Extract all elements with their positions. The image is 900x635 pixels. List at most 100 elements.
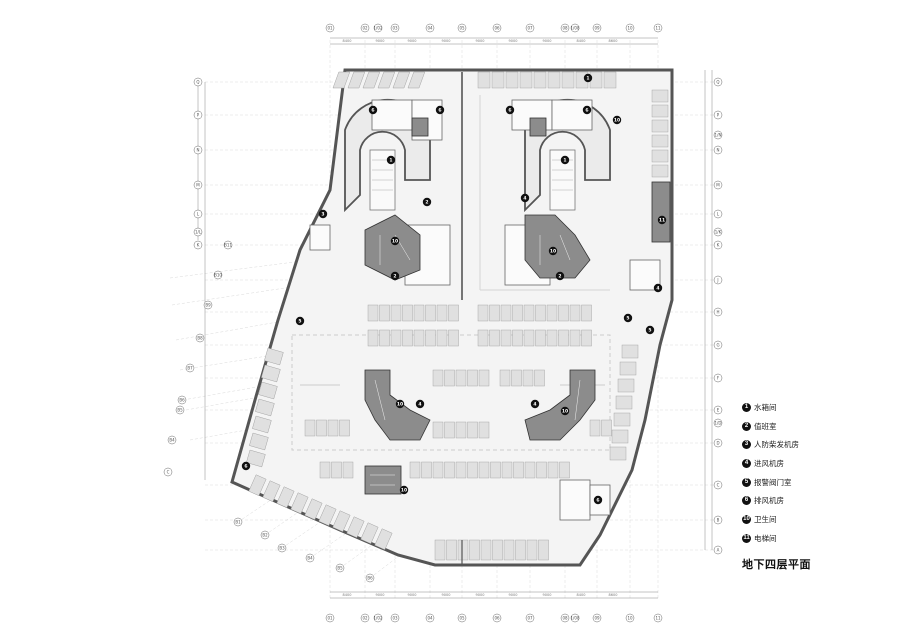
axis-label: B5: [177, 407, 183, 412]
axis-bubble: 1/02: [374, 613, 383, 623]
axis-label: N: [717, 147, 720, 152]
axis-label: 11: [655, 615, 661, 620]
axis-label: D: [716, 440, 719, 445]
legend-label: 电梯间: [754, 533, 777, 543]
parking-stall: [477, 329, 489, 347]
room-marker: 5: [645, 325, 655, 335]
axis-label: 07: [527, 25, 533, 30]
parking-stall: [581, 329, 592, 347]
legend-number-badge: 2: [742, 421, 751, 431]
axis-bubble: 1/L: [193, 227, 203, 237]
parking-stall: [467, 369, 478, 387]
axis-bubble: L: [713, 209, 723, 219]
axis-bubble: 04: [425, 613, 435, 623]
axis-label: B11: [224, 242, 232, 247]
axis-label: K: [197, 242, 200, 247]
parking-stall: [255, 398, 275, 417]
axis-bubble: 01: [325, 613, 335, 623]
axis-bubble: 06: [492, 23, 502, 33]
dimension-label: 9000: [509, 593, 518, 597]
axis-bubble: B3: [277, 543, 287, 553]
axis-bubble: B10: [213, 270, 222, 280]
parking-stall: [432, 461, 444, 479]
axis-label: H: [716, 309, 719, 314]
parking-stall: [346, 516, 365, 538]
room-marker: 2: [422, 197, 432, 207]
parking-stall: [316, 419, 327, 437]
parking-stall: [515, 539, 526, 561]
parking-stall: [535, 329, 546, 347]
axis-label: M: [716, 182, 720, 187]
parking-stall: [367, 304, 379, 322]
parking-stall: [436, 329, 448, 347]
parking-stall: [467, 421, 478, 439]
axis-bubble: 1/N: [713, 130, 723, 140]
room-marker-number: 11: [659, 218, 665, 224]
room-marker-number: 4: [656, 286, 659, 292]
parking-stall: [327, 419, 339, 437]
room-marker-number: 10: [562, 409, 568, 415]
room-marker: 3: [318, 209, 328, 219]
room-marker: 10: [390, 236, 400, 246]
axis-bubble: L: [193, 209, 203, 219]
parking-stall: [407, 71, 426, 89]
axis-label: G: [716, 342, 719, 347]
axis-bubble: 08: [560, 613, 570, 623]
parking-stall: [421, 461, 432, 479]
dimension-lines: [197, 37, 713, 599]
axis-bubble: 11: [653, 23, 663, 33]
parking-stall: [535, 304, 546, 322]
legend-label: 值班室: [754, 421, 777, 431]
room-marker-number: 4: [523, 196, 526, 202]
axis-label: 04: [427, 615, 433, 620]
parking-stall: [489, 304, 500, 322]
parking-stall: [290, 492, 309, 514]
axis-label: B3: [279, 545, 285, 550]
axis-bubble: P: [193, 110, 203, 120]
parking-stall: [505, 71, 519, 89]
room-marker: 10: [612, 115, 622, 125]
parking-stall: [409, 461, 421, 479]
parking-stall: [339, 419, 350, 437]
axis-label: J: [716, 277, 718, 282]
parking-stall: [547, 71, 561, 89]
legend-number-badge: 1: [742, 402, 751, 412]
legend-number-badge: 4: [742, 458, 751, 468]
axis-label: B6: [179, 397, 185, 402]
room-marker: 1: [583, 73, 593, 83]
axis-label: F: [717, 375, 720, 380]
axis-label: P: [717, 112, 720, 117]
dimension-label: 9000: [543, 39, 552, 43]
axis-bubble: 04: [425, 23, 435, 33]
parking-stall: [619, 361, 637, 376]
parking-stall: [569, 304, 581, 322]
axis-bubble: B9: [203, 300, 213, 310]
axis-bubble: 08: [560, 23, 570, 33]
axis-label: M: [196, 182, 200, 187]
parking-stall: [360, 522, 379, 544]
parking-stall: [436, 304, 448, 322]
room-marker-number: 10: [397, 402, 403, 408]
parking-stall: [617, 378, 635, 393]
parking-stall: [432, 421, 444, 439]
parking-stall: [413, 329, 425, 347]
axis-label: 1/08: [571, 25, 580, 30]
parking-stall: [536, 461, 547, 479]
axis-bubble: 1/D: [713, 418, 723, 428]
parking-stall: [448, 329, 459, 347]
axis-bubble: C: [163, 467, 173, 477]
axis-bubble: F: [713, 373, 723, 383]
axis-label: 1/02: [374, 615, 383, 620]
parking-stall: [603, 71, 617, 89]
parking-stall: [446, 539, 457, 561]
parking-stall: [601, 419, 612, 437]
axis-label: B9: [205, 302, 211, 307]
axis-label: 1/02: [374, 25, 383, 30]
axis-label: 05: [459, 615, 465, 620]
parking-stall: [252, 415, 272, 434]
room-marker: 4: [653, 283, 663, 293]
